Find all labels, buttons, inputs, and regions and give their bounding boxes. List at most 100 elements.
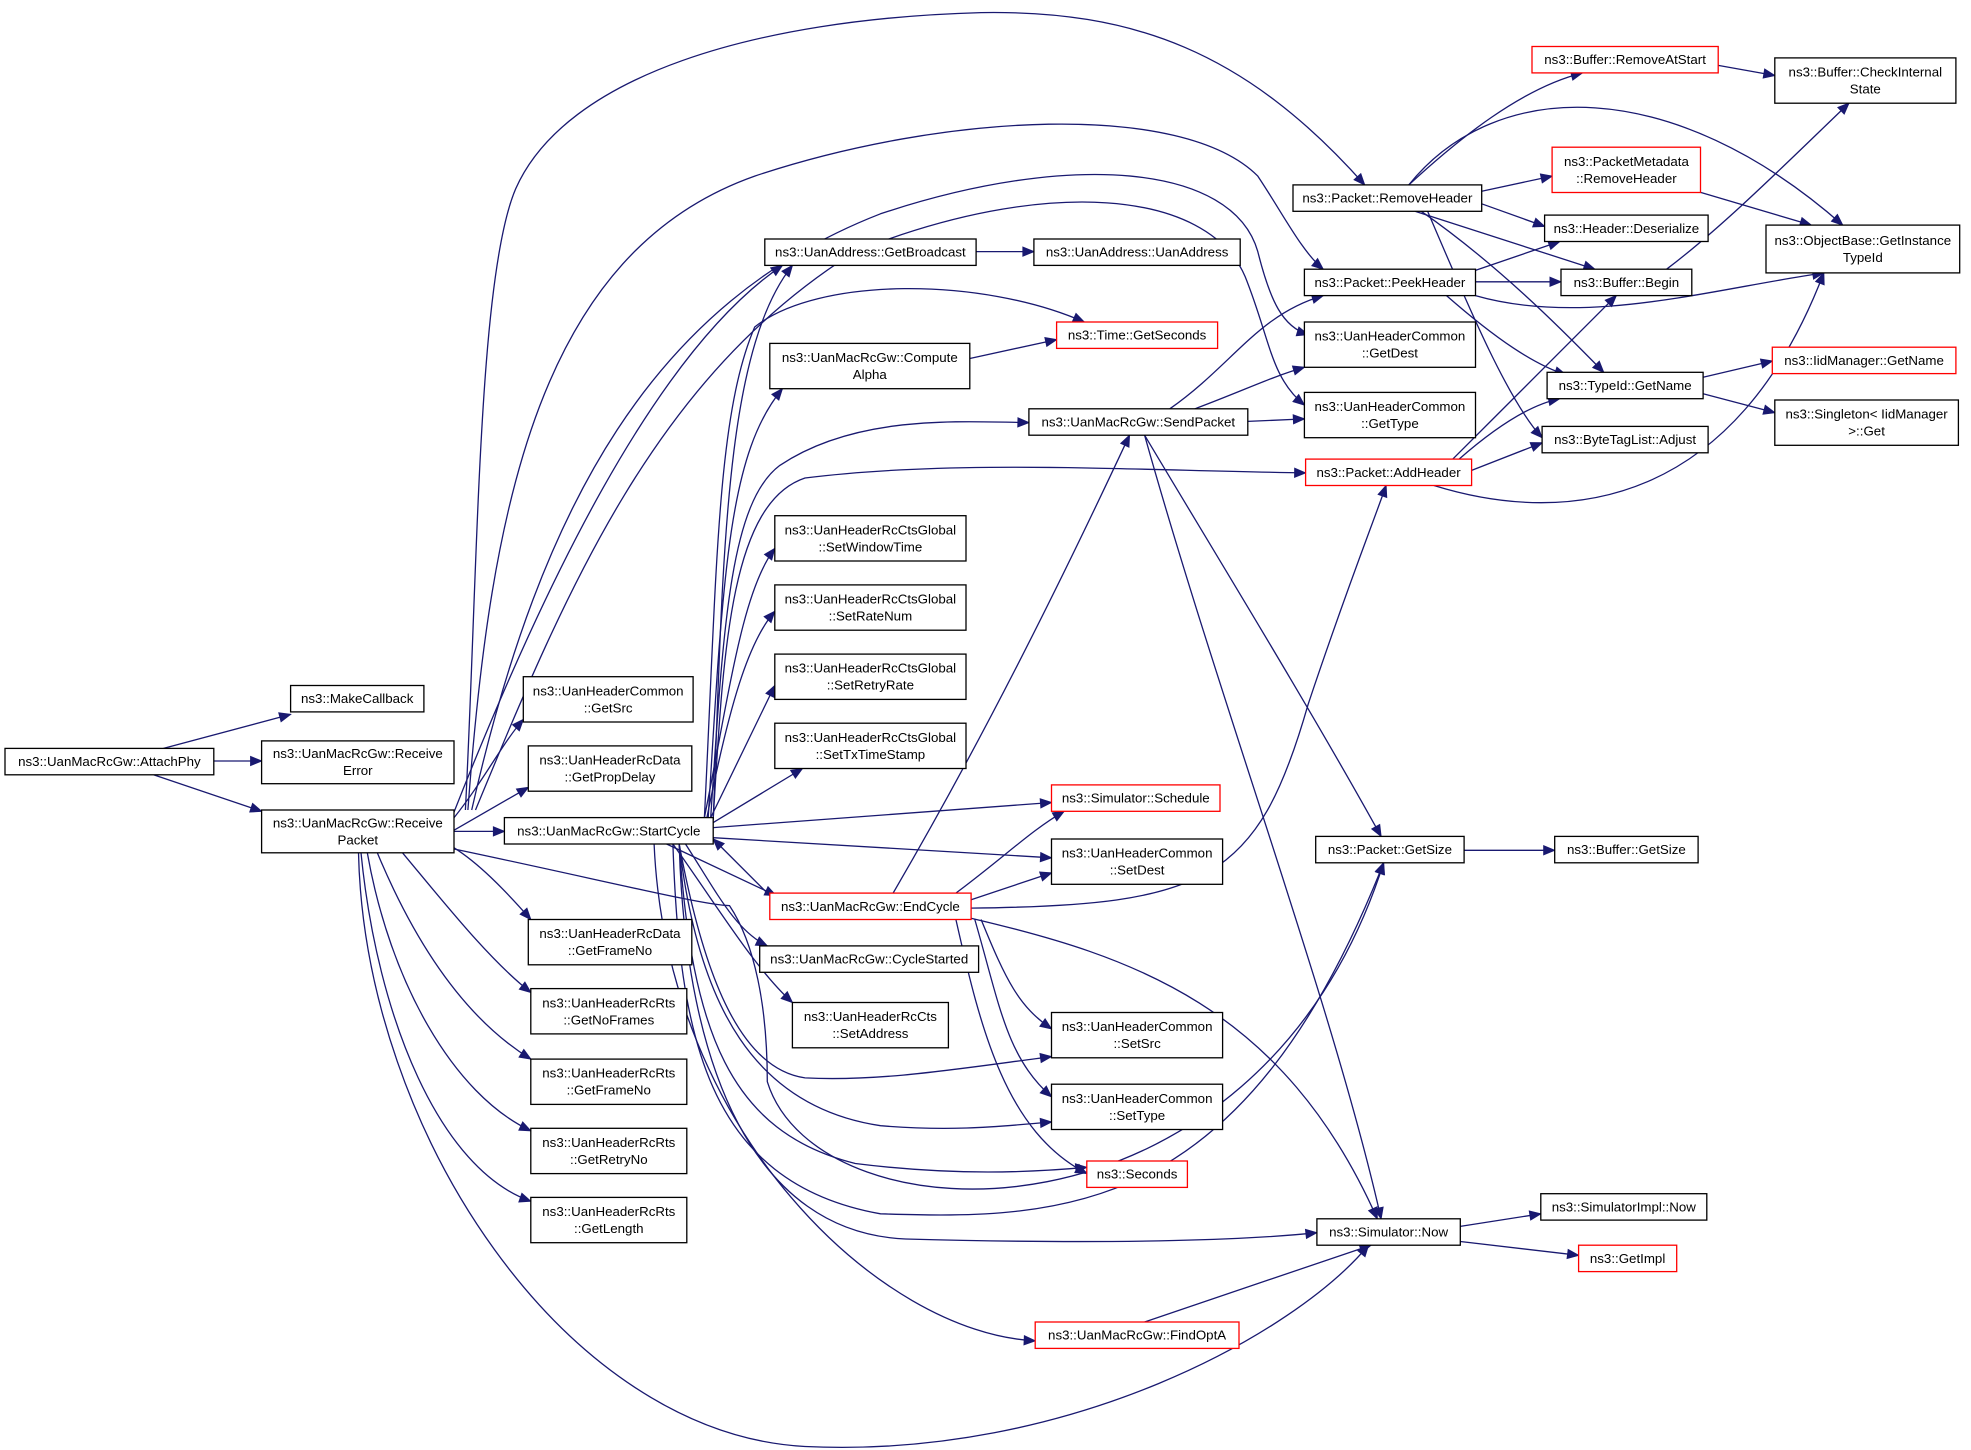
node-box xyxy=(791,1001,950,1049)
node-label: ns3::MakeCallback xyxy=(301,691,414,706)
node-findopta[interactable]: ns3::UanMacRcGw::FindOptA xyxy=(1034,1321,1240,1350)
node-label: ns3::SimulatorImpl::Now xyxy=(1552,1199,1696,1214)
edge-startcycle-to-setwindowtime xyxy=(703,547,776,818)
node-rcdata_getpropdelay[interactable]: ns3::UanHeaderRcData::GetPropDelay xyxy=(527,745,693,792)
edge-pm_removeheader-to-getinstancetypeid xyxy=(1700,191,1813,227)
node-removeheader[interactable]: ns3::Packet::RemoveHeader xyxy=(1292,184,1483,212)
node-iidmanager_getname[interactable]: ns3::IidManager::GetName xyxy=(1771,346,1957,375)
node-label: ns3::UanAddress::UanAddress xyxy=(1046,245,1229,260)
node-rcrts_getnoframes[interactable]: ns3::UanHeaderRcRts::GetNoFrames xyxy=(530,987,688,1035)
node-box xyxy=(1577,1244,1678,1273)
node-simimpl_now[interactable]: ns3::SimulatorImpl::Now xyxy=(1540,1193,1708,1221)
edge-startcycle-to-rccts_setaddress xyxy=(672,843,794,1004)
node-box xyxy=(769,892,972,921)
node-box xyxy=(1543,214,1709,243)
node-getbroadcast[interactable]: ns3::UanAddress::GetBroadcast xyxy=(764,238,977,267)
node-label: ns3::UanMacRcGw::Receive xyxy=(273,815,443,830)
node-setwindowtime[interactable]: ns3::UanHeaderRcCtsGlobal::SetWindowTime xyxy=(774,515,967,562)
node-box xyxy=(1028,408,1249,436)
node-makecallback[interactable]: ns3::MakeCallback xyxy=(289,684,425,713)
node-box xyxy=(530,987,688,1035)
node-box xyxy=(759,945,980,973)
node-label: ns3::UanHeaderRcCts xyxy=(804,1009,937,1024)
node-schedule[interactable]: ns3::Simulator::Schedule xyxy=(1050,784,1221,812)
edge-getbroadcast-to-uanaddress xyxy=(976,246,1036,257)
node-label: ns3::Simulator::Schedule xyxy=(1062,791,1210,806)
node-deserialize[interactable]: ns3::Header::Deserialize xyxy=(1543,214,1709,243)
node-buffer_getsize[interactable]: ns3::Buffer::GetSize xyxy=(1554,835,1699,864)
edge-sendpacket-to-packet_getsize xyxy=(1144,434,1382,838)
node-rcdata_getframeno[interactable]: ns3::UanHeaderRcData::GetFrameNo xyxy=(527,918,693,966)
edge-sim_now-to-simimpl_now xyxy=(1460,1210,1543,1228)
node-label: ::GetRetryNo xyxy=(570,1152,648,1167)
node-time_getseconds[interactable]: ns3::Time::GetSeconds xyxy=(1055,321,1219,350)
arrowhead-icon xyxy=(1591,360,1605,374)
node-hc_getsrc[interactable]: ns3::UanHeaderCommon::GetSrc xyxy=(522,676,694,723)
node-hc_settype[interactable]: ns3::UanHeaderCommon::SetType xyxy=(1050,1083,1224,1131)
node-seconds[interactable]: ns3::Seconds xyxy=(1086,1160,1189,1189)
node-box xyxy=(1774,57,1957,104)
node-packet_getsize[interactable]: ns3::Packet::GetSize xyxy=(1315,835,1465,864)
node-bytetaglist_adjust[interactable]: ns3::ByteTagList::Adjust xyxy=(1541,425,1709,454)
arrowhead-icon xyxy=(1530,425,1544,439)
node-settxtimestamp[interactable]: ns3::UanHeaderRcCtsGlobal::SetTxTimeStam… xyxy=(774,722,967,770)
node-rcrts_getframeno[interactable]: ns3::UanHeaderRcRts::GetFrameNo xyxy=(530,1058,688,1106)
node-label: ns3::UanHeaderRcCtsGlobal xyxy=(785,592,957,607)
node-box xyxy=(1531,45,1719,74)
edge-sendpacket-to-hc_getdest xyxy=(1194,365,1306,410)
node-box xyxy=(260,809,455,854)
edge-endcycle-to-hc_setdest xyxy=(968,871,1053,902)
arrowhead-icon xyxy=(780,990,794,1004)
node-box xyxy=(530,1058,688,1106)
node-sim_now[interactable]: ns3::Simulator::Now xyxy=(1316,1218,1461,1246)
node-box xyxy=(503,816,714,845)
arrowhead-icon xyxy=(1294,467,1307,479)
node-rcrts_getretryno[interactable]: ns3::UanHeaderRcRts::GetRetryNo xyxy=(530,1127,688,1175)
node-setretryrate[interactable]: ns3::UanHeaderRcCtsGlobal::SetRetryRate xyxy=(774,653,967,701)
node-label: Packet xyxy=(337,832,378,847)
node-buffer_begin[interactable]: ns3::Buffer::Begin xyxy=(1560,268,1693,297)
arrowhead-icon xyxy=(518,981,532,994)
arrowhead-icon xyxy=(1373,1206,1384,1221)
node-hc_setdest[interactable]: ns3::UanHeaderCommon::SetDest xyxy=(1050,838,1224,885)
node-label: ::GetFrameNo xyxy=(567,1083,651,1098)
edge-packet_getsize-to-buffer_getsize xyxy=(1464,845,1557,856)
node-setratenum[interactable]: ns3::UanHeaderRcCtsGlobal::SetRateNum xyxy=(774,584,967,631)
node-peekheader[interactable]: ns3::Packet::PeekHeader xyxy=(1303,268,1477,297)
node-rcrts_getlength[interactable]: ns3::UanHeaderRcRts::GetLength xyxy=(530,1196,688,1244)
node-rccts_setaddress[interactable]: ns3::UanHeaderRcCts::SetAddress xyxy=(791,1001,950,1049)
node-addheader[interactable]: ns3::Packet::AddHeader xyxy=(1304,458,1473,487)
arrowhead-icon xyxy=(1304,1228,1319,1240)
arrowhead-icon xyxy=(1071,312,1086,323)
node-removeatstart[interactable]: ns3::Buffer::RemoveAtStart xyxy=(1531,45,1719,74)
node-sendpacket[interactable]: ns3::UanMacRcGw::SendPacket xyxy=(1028,408,1249,436)
node-startcycle[interactable]: ns3::UanMacRcGw::StartCycle xyxy=(503,816,714,845)
node-label: ns3::UanHeaderRcCtsGlobal xyxy=(785,661,957,676)
edge-computealpha-to-time_getseconds xyxy=(969,336,1058,360)
node-uanaddress[interactable]: ns3::UanAddress::UanAddress xyxy=(1033,238,1241,267)
arrowhead-icon xyxy=(1528,1210,1543,1221)
node-box xyxy=(1774,399,1960,446)
node-typeid_getname[interactable]: ns3::TypeId::GetName xyxy=(1546,371,1704,400)
node-pm_removeheader[interactable]: ns3::PacketMetadata::RemoveHeader xyxy=(1551,146,1702,194)
node-hc_gettype[interactable]: ns3::UanHeaderCommon::GetType xyxy=(1303,391,1477,439)
node-singleton_get[interactable]: ns3::Singleton< IidManager>::Get xyxy=(1774,399,1960,446)
node-attachphy[interactable]: ns3::UanMacRcGw::AttachPhy xyxy=(4,747,215,776)
node-hc_setsrc[interactable]: ns3::UanHeaderCommon::SetSrc xyxy=(1050,1011,1224,1059)
arrowhead-icon xyxy=(1038,871,1053,882)
node-label: ::SetRetryRate xyxy=(827,678,914,693)
node-label: ::GetType xyxy=(1361,416,1419,431)
edge-receivepacket-to-rcdata_getframeno xyxy=(453,847,532,921)
node-getimpl[interactable]: ns3::GetImpl xyxy=(1577,1244,1678,1273)
arrowhead-icon xyxy=(1549,276,1563,288)
node-label: State xyxy=(1850,82,1881,97)
node-endcycle[interactable]: ns3::UanMacRcGw::EndCycle xyxy=(769,892,972,921)
edge-receivepacket-to-rcrts_getframeno xyxy=(376,852,532,1060)
node-hc_getdest[interactable]: ns3::UanHeaderCommon::GetDest xyxy=(1303,321,1477,368)
node-cyclestarted[interactable]: ns3::UanMacRcGw::CycleStarted xyxy=(759,945,980,973)
